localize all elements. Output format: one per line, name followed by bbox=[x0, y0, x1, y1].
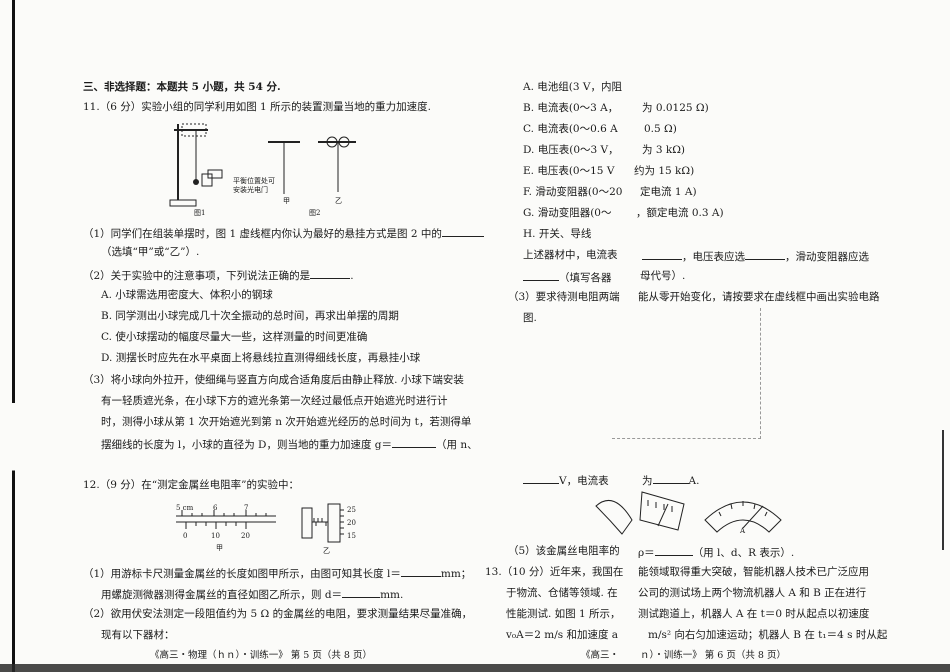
equip-d-left: D. 电压表(0～3 V， bbox=[523, 144, 619, 156]
fig2-label-jia: 甲 bbox=[283, 197, 290, 205]
q12-part3-right: 能从零开始变化，请按要求在虚线框中画出实验电路 bbox=[638, 291, 880, 303]
q12-part5-left: （5）该金属丝电阻率的 bbox=[508, 545, 620, 557]
equip-h: H. 开关、导线 bbox=[523, 228, 592, 240]
equip-g-right: ，额定电流 0.3 A) bbox=[636, 207, 724, 219]
right-footer-left: 《高三・ bbox=[581, 650, 620, 661]
left-page-footer: 《高三・物理（ｈｎ）・训练一》 第 5 页（共 8 页） bbox=[150, 650, 372, 661]
caliper-label-6: 6 bbox=[213, 504, 218, 512]
q11-option-a: A. 小球需选用密度大、体积小的钢球 bbox=[101, 289, 273, 301]
q13-line2-right: 公司的测试场上两个物流机器人 A 和 B 正在进行 bbox=[638, 587, 867, 599]
equip-b-left: B. 电流表(0～3 A， bbox=[523, 102, 619, 114]
micrometer-label-20: 20 bbox=[347, 519, 356, 527]
equip-c-left: C. 电流表(0～0.6 A bbox=[523, 123, 618, 135]
caliper-label-10: 10 bbox=[211, 532, 220, 540]
equip-e-right: 约为 15 kΩ) bbox=[634, 165, 695, 177]
q11-option-c: C. 使小球摆动的幅度尽量大一些，这样测量的时间更准确 bbox=[101, 331, 368, 343]
equip-b-right: 为 0.0125 Ω) bbox=[642, 102, 709, 114]
caliper-label-7: 7 bbox=[244, 504, 249, 512]
q13-line4-left: v₀A＝2 m/s 和加速度 a bbox=[506, 629, 619, 641]
q13-line1-right: 能领域取得重大突破，智能机器人技术已广泛应用 bbox=[638, 566, 869, 578]
circuit-diagram-box bbox=[612, 308, 761, 439]
equip-f-right: 定电流 1 A) bbox=[640, 186, 697, 198]
q12-part3-left: （3）要求待测电阻两端 bbox=[508, 291, 620, 303]
micrometer-label-25: 25 bbox=[347, 506, 356, 514]
q11-part3-line3: 时，测得小球从第 1 次开始遮光到第 n 次开始遮光经历的总时间为 t，若测得单 bbox=[101, 416, 472, 428]
scan-bottom-edge bbox=[0, 664, 950, 672]
q13-line4-right: m/s² 向右匀加速运动；机器人 B 在 t₁＝4 s 时从起 bbox=[648, 629, 888, 641]
right-footer-right: ｎ）・训练一》 第 6 页（共 8 页） bbox=[640, 650, 786, 661]
fig1-note-1: 平衡位置处可 bbox=[233, 177, 275, 185]
select-line2-left: （填写各器 bbox=[523, 269, 612, 285]
equip-a: A. 电池组(3 V，内阻 bbox=[523, 81, 622, 93]
q11-part1-a: （1）同学们在组装单摆时，图 1 虚线框内你认为最好的悬挂方式是图 2 中的 bbox=[83, 225, 484, 241]
micrometer-label-15: 15 bbox=[347, 532, 356, 540]
q13-line1-left: 13.（10 分）近年来，我国在 bbox=[485, 566, 624, 578]
section-heading: 三、非选择题：本题共 5 小题，共 54 分. bbox=[83, 81, 281, 93]
q12-part2-line1: （2）欲用伏安法测定一段阻值约为 5 Ω 的金属丝的电阻，要求测量结果尽量准确， bbox=[83, 608, 473, 620]
scan-right-edge bbox=[942, 430, 944, 550]
micrometer bbox=[301, 503, 344, 543]
select-line1-right: ，电压表应选，滑动变阻器应选 bbox=[642, 248, 869, 264]
q12-part3-line2: 图. bbox=[523, 312, 537, 324]
q11-part1-b: （选填“甲”或“乙”）. bbox=[101, 246, 200, 258]
fig1-caption: 图1 bbox=[194, 209, 206, 217]
q11-option-b: B. 同学测出小球完成几十次全振动的总时间，再求出单摆的周期 bbox=[101, 310, 399, 322]
equip-e-left: E. 电压表(0～15 V bbox=[523, 165, 615, 177]
voltmeter-dial bbox=[595, 491, 685, 535]
q11-stem: 11.（6 分）实验小组的同学利用如图 1 所示的装置测量当地的重力加速度. bbox=[83, 101, 431, 113]
q12-part1-b: 用螺旋测微器测得金属丝的直径如图乙所示，则 d＝mm. bbox=[101, 586, 403, 602]
caliper-label-5cm: 5 cm bbox=[176, 504, 194, 512]
fig2-caption: 图2 bbox=[309, 209, 321, 217]
equip-g-left: G. 滑动变阻器(0～ bbox=[523, 207, 612, 219]
q11-part3-line4: 摆细线的长度为 l，小球的直径为 D，则当地的重力加速度 g＝（用 n、 bbox=[101, 436, 478, 452]
equip-c-right: 0.5 Ω) bbox=[644, 123, 677, 135]
q12-part5-right: ρ＝（用 l、d、R 表示）. bbox=[638, 544, 794, 560]
fig1-note-2: 安装光电门 bbox=[233, 186, 268, 194]
q13-line3-right: 测试跑道上，机器人 A 在 t＝0 时从起点以初速度 bbox=[638, 608, 870, 620]
fig2-label-yi: 乙 bbox=[335, 197, 342, 205]
ammeter-dial bbox=[704, 501, 782, 533]
ammeter-label: A bbox=[740, 527, 746, 535]
q11-part2: （2）关于实验中的注意事项，下列说法正确的是. bbox=[83, 267, 354, 283]
vernier-caliper bbox=[176, 510, 276, 529]
q13-line2-left: 于物流、仓储等领域. 在 bbox=[506, 587, 618, 599]
caliper-label-20: 20 bbox=[241, 532, 250, 540]
caliper-caption: 甲 bbox=[216, 544, 223, 552]
q12-part2-line2: 现有以下器材： bbox=[101, 629, 175, 641]
q12-part4-left: V，电流表 bbox=[523, 472, 609, 488]
q11-part3-line1: （3）将小球向外拉开，使细绳与竖直方向成合适角度后由静止释放. 小球下端安装 bbox=[83, 374, 464, 386]
micrometer-caption: 乙 bbox=[323, 547, 330, 555]
q11-option-d: D. 测摆长时应先在水平桌面上将悬线拉直测得细线长度，再悬挂小球 bbox=[101, 352, 421, 364]
select-line1-left: 上述器材中，电流表 bbox=[523, 249, 618, 261]
q11-figure bbox=[169, 123, 356, 207]
q12-part1-a: （1）用游标卡尺测量金属丝的长度如图甲所示，由图可知其长度 l＝mm； bbox=[83, 565, 471, 581]
q12-stem: 12.（9 分）在“测定金属丝电阻率”的实验中： bbox=[83, 479, 299, 491]
equip-f-left: F. 滑动变阻器(0～20 bbox=[523, 186, 623, 198]
q11-part3-line2: 有一轻质遮光条，在小球下方的遮光条第一次经过最低点开始遮光时进行计 bbox=[101, 395, 448, 407]
select-line2-right: 母代号）. bbox=[640, 270, 686, 282]
equip-d-right: 为 3 kΩ) bbox=[642, 144, 686, 156]
q13-line3-left: 性能测试. 如图 1 所示， bbox=[506, 608, 621, 620]
caliper-label-0: 0 bbox=[183, 532, 188, 540]
scan-left-edge bbox=[12, 0, 15, 672]
